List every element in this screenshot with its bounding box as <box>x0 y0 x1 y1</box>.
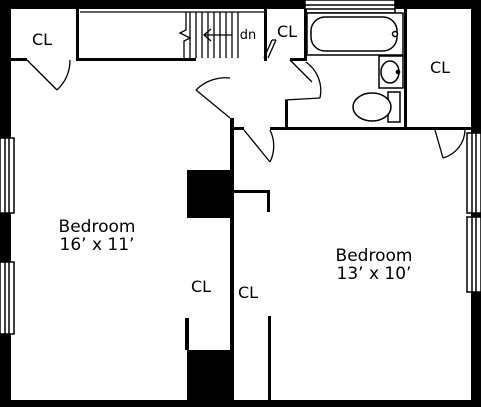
closet-left-wall <box>185 318 189 350</box>
door-closet-right <box>434 129 466 159</box>
window-top-bath <box>304 0 396 14</box>
room-name-bedroom-left: Bedroom <box>59 217 136 237</box>
wall-stair-bottom <box>76 58 196 61</box>
labels: CL dn CL CL Bedroom 16’ x 11’ Bedroom 13… <box>32 22 450 302</box>
window-left-lower <box>0 261 15 335</box>
closet-right-wall-lower <box>268 316 271 400</box>
room-name-bedroom-right: Bedroom <box>336 246 413 266</box>
wall-bath-right <box>404 9 407 130</box>
door-hall-closet <box>263 39 313 83</box>
chimney-upper <box>187 170 230 218</box>
stairs <box>80 11 264 58</box>
wall-hall-closet-left <box>264 9 267 61</box>
closet-label-center-left: CL <box>191 277 211 296</box>
wall-top <box>0 0 481 9</box>
stair-arrow-icon <box>203 28 232 42</box>
interior-walls <box>11 9 471 400</box>
closet-label-hall: CL <box>277 22 297 41</box>
window-right-upper <box>466 132 481 214</box>
windows <box>0 0 481 335</box>
wall-bath-left <box>304 9 307 61</box>
chimney-lower <box>187 350 230 400</box>
wall-bath-left-lower <box>285 100 288 130</box>
wall-closet-tl-right <box>76 9 79 61</box>
door-bedroom-left <box>195 77 231 119</box>
door-bath <box>284 61 322 101</box>
window-left-upper <box>0 137 15 214</box>
closet-right-top <box>234 190 270 193</box>
room-size-bedroom-left: 16’ x 11’ <box>60 235 135 255</box>
closet-label-top-left: CL <box>32 30 52 49</box>
wall-hall-top-left <box>234 127 244 130</box>
stair-direction-label: dn <box>240 28 257 43</box>
stair-break-line <box>178 12 192 58</box>
room-size-bedroom-right: 13’ x 10’ <box>337 264 412 284</box>
wall-hall-closet-bottom <box>290 58 306 61</box>
closet-label-bath-right: CL <box>430 58 450 77</box>
wall-bottom <box>0 400 481 407</box>
window-right-lower <box>466 216 481 293</box>
wall-hall-left <box>230 118 234 400</box>
door-bedroom-right <box>243 129 275 163</box>
wall-right-room-top-a <box>270 127 435 130</box>
closet-label-center-right: CL <box>238 283 258 302</box>
door-closet-top-left <box>26 59 71 91</box>
doors <box>26 39 466 163</box>
bathtub-icon <box>306 12 404 56</box>
bath-fixtures <box>306 12 404 123</box>
toilet-icon <box>352 91 401 123</box>
wall-closet-tl-bottom <box>11 58 27 61</box>
closet-right-top-stub <box>267 190 270 212</box>
sink-icon <box>378 55 404 89</box>
